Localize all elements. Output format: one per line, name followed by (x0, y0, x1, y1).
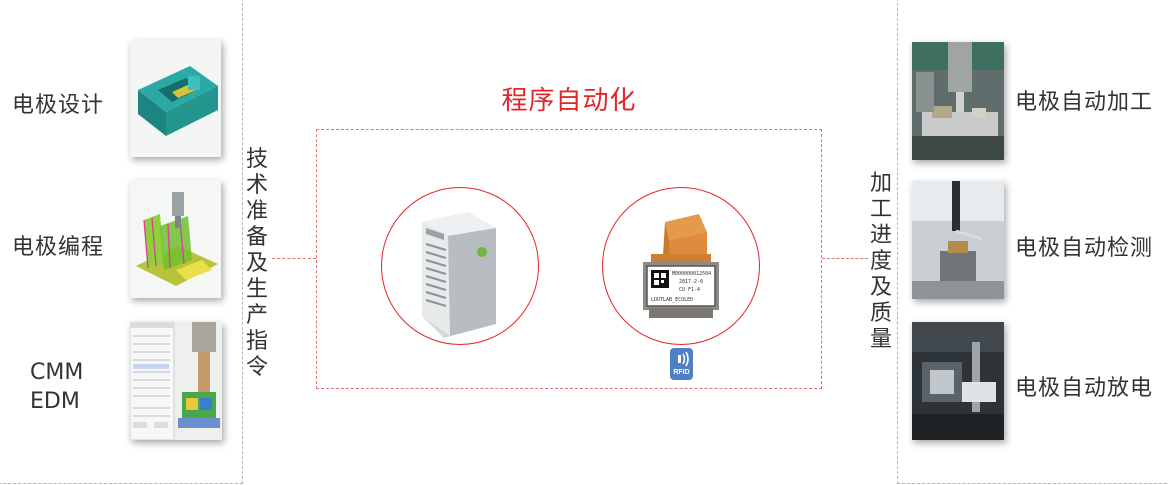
server-icon (422, 212, 496, 338)
right-connector-line (822, 258, 868, 259)
left-item-label-cmm-edm: CMM EDM (30, 360, 84, 414)
rfid-tag-line3: CU F1-4 (679, 287, 700, 293)
auto-edm-image (912, 322, 1004, 440)
left-connector-line (272, 258, 316, 259)
main-title: 程序自动化 (501, 86, 637, 116)
right-item-label-edm: 电极自动放电 (1015, 376, 1154, 401)
left-item-label-design: 电极设计 (12, 93, 105, 118)
right-panel (897, 0, 1169, 484)
auto-inspection-image (912, 181, 1004, 299)
right-item-label-machining: 电极自动加工 (1015, 90, 1154, 115)
rfid-electrode-holder-image: M000000012504 2017-2-6 CU F1-4 LOUTLAB_E… (643, 214, 719, 318)
electrode-design-image (130, 40, 221, 157)
automation-box (316, 129, 822, 389)
right-vertical-label: 加工进度及质量 (869, 171, 892, 352)
left-vertical-label: 技术准备及生产指令 (245, 147, 268, 380)
electrode-programming-image (130, 180, 221, 298)
right-item-label-inspection: 电极自动检测 (1015, 236, 1154, 261)
auto-machining-image (912, 42, 1004, 160)
rfid-circle: M000000012504 2017-2-6 CU F1-4 LOUTLAB_E… (602, 187, 760, 345)
rfid-label: RFID (673, 369, 690, 376)
rfid-icon: RFID (670, 348, 693, 380)
left-item-label-programming: 电极编程 (12, 235, 105, 260)
rfid-tag-line1: M000000012504 (672, 271, 711, 277)
left-panel (0, 0, 243, 484)
cmm-edm-software-image (130, 322, 222, 440)
rfid-tag-line2: 2017-2-6 (679, 279, 703, 285)
server-circle (381, 187, 539, 345)
rfid-tag-line4: LOUTLAB_ECOLED (651, 297, 693, 303)
